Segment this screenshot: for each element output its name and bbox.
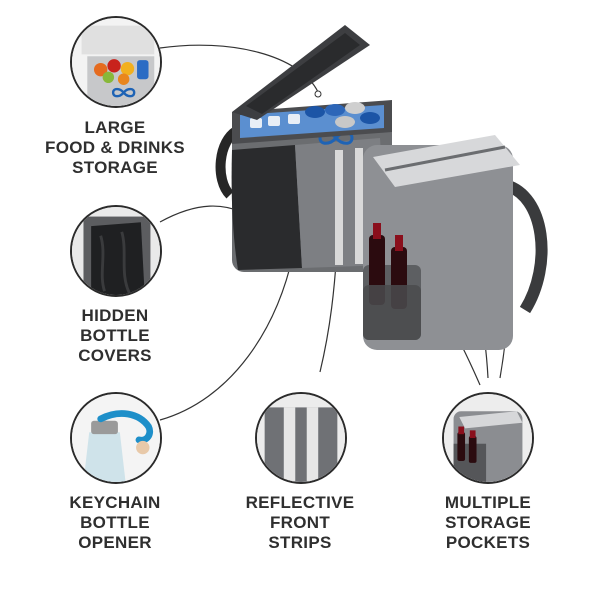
storage-label: LARGE FOOD & DRINKS STORAGE (45, 118, 185, 177)
reflective-strip-left (335, 150, 343, 265)
storage-thumbnail (70, 16, 162, 108)
food-storage-icon (72, 18, 160, 106)
backpack-rear-view (363, 135, 548, 350)
opener-label: KEYCHAIN BOTTLE OPENER (69, 493, 161, 552)
covers-thumbnail (70, 205, 162, 297)
pockets-label: MULTIPLE STORAGE POCKETS (444, 493, 532, 552)
storage-pocket-icon (444, 394, 532, 482)
bottle-cover-icon (72, 207, 160, 295)
strips-label: REFLECTIVE FRONT STRIPS (245, 493, 355, 552)
opener-thumbnail (70, 392, 162, 484)
open-cooler-backpack (215, 25, 392, 272)
strips-thumbnail (255, 392, 347, 484)
pockets-thumbnail (442, 392, 534, 484)
covers-label: HIDDEN BOTTLE COVERS (78, 306, 152, 365)
reflective-strip-icon (257, 394, 345, 482)
reflective-strip-right (355, 148, 363, 264)
bottle-opener-icon (72, 394, 160, 482)
